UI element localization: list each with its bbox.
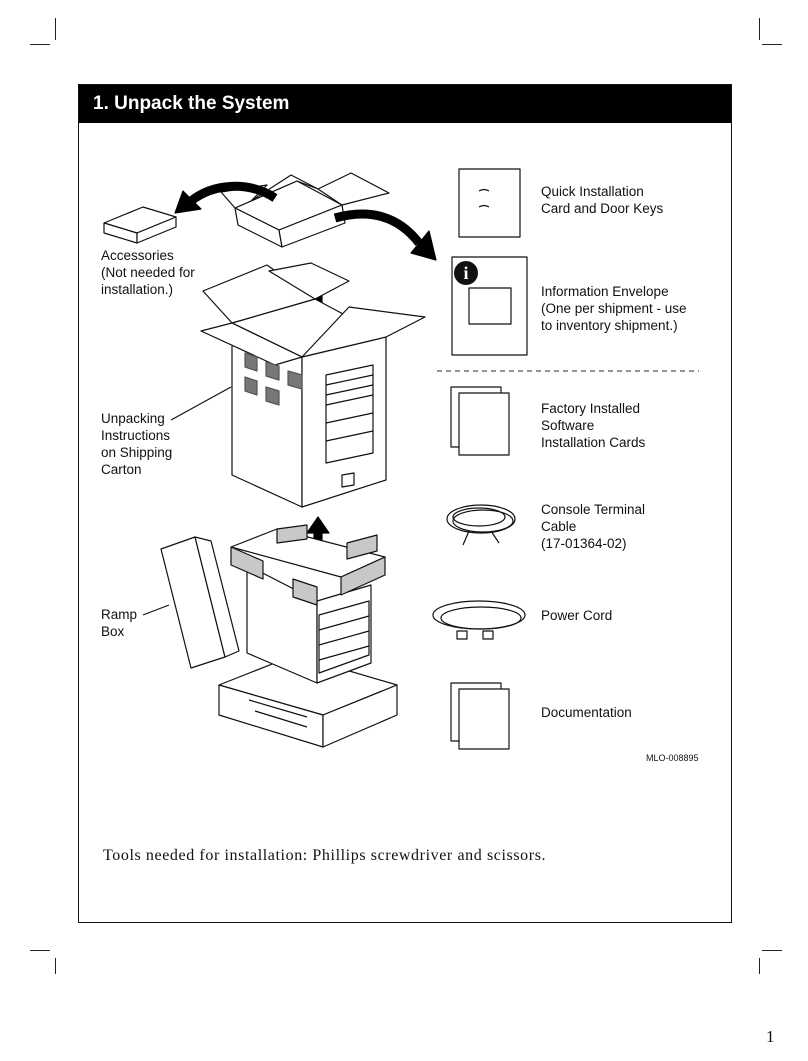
system-on-pallet — [219, 525, 397, 747]
documentation-label: Documentation — [541, 705, 632, 720]
unpacking-illustration — [79, 85, 730, 921]
console-cable-label: Console Terminal Cable (17-01364-02) — [541, 502, 646, 551]
accessories-box — [104, 207, 176, 243]
instruction-panel: 1. Unpack the System — [78, 84, 732, 923]
power-cord — [433, 601, 525, 639]
tools-note: Tools needed for installation: Phillips … — [103, 847, 547, 864]
console-cable — [447, 505, 515, 545]
figure-id: MLO-008895 — [646, 753, 699, 763]
crop-mark — [30, 950, 50, 951]
crop-mark — [762, 950, 782, 951]
quick-card-label: Quick Installation Card and Door Keys — [541, 184, 664, 216]
ramp-box — [161, 537, 239, 668]
section-title: 1. Unpack the System — [93, 93, 290, 114]
info-envelope-label: Information Envelope (One per shipment -… — [541, 284, 687, 333]
crop-mark — [30, 44, 50, 45]
accessories-label: Accessories (Not needed for installation… — [101, 248, 195, 297]
crop-mark — [55, 958, 56, 974]
crop-mark — [759, 958, 760, 974]
box-lid — [221, 173, 389, 247]
crop-mark — [762, 44, 782, 45]
ramp-box-label: Ramp Box — [101, 607, 138, 639]
shipping-carton — [201, 263, 425, 507]
power-cord-label: Power Cord — [541, 608, 613, 623]
crop-mark — [55, 18, 56, 40]
info-icon: i — [454, 261, 478, 285]
documentation-booklets — [451, 683, 509, 749]
lid-removal-arrows — [175, 186, 436, 260]
software-cards-label: Factory Installed Software Installation … — [541, 401, 646, 450]
quick-install-card — [459, 169, 520, 237]
software-cards — [451, 387, 509, 455]
section-header: 1. Unpack the System — [79, 85, 731, 123]
crop-mark — [759, 18, 760, 40]
unpacking-instructions-label: Unpacking Instructions on Shipping Carto… — [101, 411, 173, 477]
page-number: 1 — [766, 1027, 775, 1046]
